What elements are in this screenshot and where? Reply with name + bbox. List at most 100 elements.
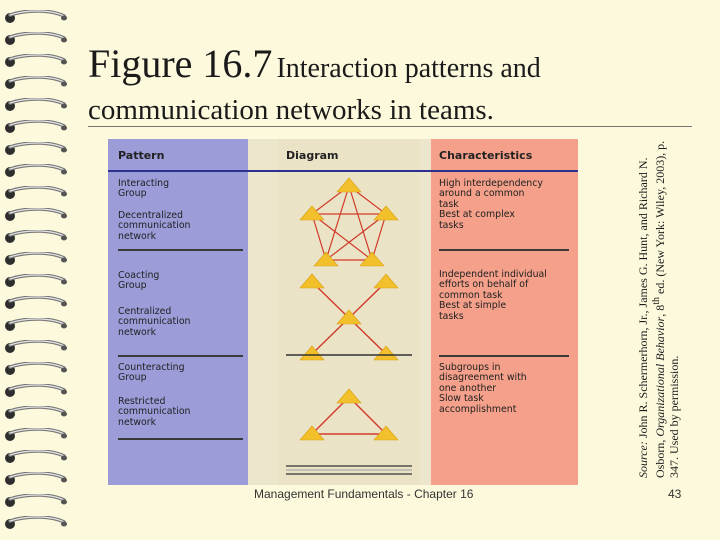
triangle-node-icon: [336, 309, 362, 325]
binding-ring-icon: [5, 98, 67, 111]
triangle-node-icon: [373, 273, 399, 289]
text-line: one another: [439, 382, 497, 394]
network-link: [311, 213, 327, 261]
figure-number: Figure 16.7: [88, 41, 273, 86]
binding-ring-icon: [5, 120, 67, 133]
text-line: network: [118, 416, 157, 428]
text-line: Independent individual: [439, 269, 547, 280]
network-link: [325, 213, 387, 261]
text-line: tasks: [439, 219, 464, 231]
text-line: network: [118, 326, 157, 338]
binding-ring-icon: [5, 32, 67, 45]
row1-separator-pattern: [118, 249, 243, 251]
text-line: Counteracting: [118, 362, 185, 373]
text-line: communication: [118, 220, 191, 232]
text-line: accomplishment: [439, 403, 517, 415]
text-line: tasks: [439, 310, 464, 322]
text-line: Interacting: [118, 178, 170, 189]
binding-ring-icon: [5, 142, 67, 155]
restricted-network-diagram: [286, 354, 412, 475]
network-link: [311, 213, 373, 261]
text-line: task: [439, 198, 459, 210]
characteristics-column: [431, 139, 578, 485]
text-line: network: [118, 230, 157, 242]
pattern-column: [108, 139, 248, 485]
triangle-node-icon: [336, 388, 362, 404]
source-book-title: Organizational Behavior: [653, 316, 667, 437]
binding-ring-icon: [5, 252, 67, 265]
text-line: High interdependency: [439, 178, 543, 189]
binding-ring-icon: [5, 384, 67, 397]
text-line: Best at complex: [439, 209, 515, 221]
row3-separator-pattern: [118, 438, 243, 440]
row2-network-name: Centralized communication network: [118, 306, 191, 338]
row2-separator-characteristics: [439, 355, 569, 357]
header-pattern: Pattern: [118, 149, 165, 162]
title-line1: Interaction patterns and: [276, 53, 541, 84]
triangle-node-icon: [299, 425, 325, 441]
triangle-node-icon: [299, 345, 325, 361]
binding-ring-icon: [5, 54, 67, 67]
binding-ring-icon: [5, 230, 67, 243]
text-line: Decentralized: [118, 210, 183, 221]
row1-network-name: Decentralized communication network: [118, 210, 191, 242]
text-line: communication: [118, 406, 191, 418]
binding-ring-icon: [5, 516, 67, 529]
network-link: [325, 185, 350, 261]
text-line: Group: [118, 188, 147, 200]
row1-pattern-name: Interacting Group: [118, 178, 170, 200]
triangle-node-icon: [299, 273, 325, 289]
source-edition-suffix: th: [651, 296, 662, 305]
source-citation: Source: John R. Schermerhorn, Jr., James…: [636, 128, 681, 478]
row1-separator-characteristics: [439, 249, 569, 251]
row2-separator-pattern: [118, 355, 243, 357]
binding-ring-icon: [5, 340, 67, 353]
decentralized-network-diagram: [299, 177, 399, 267]
text-line: communication: [118, 316, 191, 328]
text-line: Group: [118, 372, 147, 384]
source-edition: , 8: [653, 304, 667, 317]
binding-ring-icon: [5, 164, 67, 177]
binding-ring-icon: [5, 472, 67, 485]
binding-ring-icon: [5, 76, 67, 89]
row3-pattern-name: Counteracting Group: [118, 362, 185, 384]
binding-ring-icon: [5, 208, 67, 221]
spiral-binding: [0, 0, 80, 540]
text-line: around a common: [439, 188, 525, 200]
binding-ring-icon: [5, 296, 67, 309]
triangle-node-icon: [313, 251, 339, 267]
triangle-node-icon: [359, 251, 385, 267]
text-line: efforts on behalf of: [439, 279, 529, 291]
header-characteristics: Characteristics: [439, 149, 533, 162]
centralized-network-diagram: [299, 273, 399, 361]
header-divider: [108, 170, 578, 172]
binding-ring-icon: [5, 274, 67, 287]
header-diagram: Diagram: [286, 149, 339, 162]
text-line: Group: [118, 280, 147, 292]
text-line: disagreement with: [439, 372, 527, 384]
binding-ring-icon: [5, 428, 67, 441]
binding-ring-icon: [5, 10, 67, 23]
binding-ring-icon: [5, 494, 67, 507]
interaction-patterns-figure: Pattern Diagram Characteristics Interact…: [108, 139, 578, 485]
binding-ring-icon: [5, 318, 67, 331]
text-line: common task: [439, 289, 503, 301]
network-link: [371, 213, 387, 261]
row3-network-name: Restricted communication network: [118, 396, 191, 428]
text-line: Slow task: [439, 393, 484, 405]
text-line: Coacting: [118, 270, 160, 281]
row2-pattern-name: Coacting Group: [118, 270, 160, 292]
row2-characteristics: Independent individual efforts on behalf…: [439, 269, 547, 322]
title-line2: communication networks in teams.: [88, 94, 494, 126]
network-link: [348, 185, 373, 261]
row1-characteristics: High interdependency around a common tas…: [439, 178, 543, 231]
title-rule: [88, 126, 692, 127]
triangle-node-icon: [299, 205, 325, 221]
binding-ring-icon: [5, 186, 67, 199]
triangle-node-icon: [336, 177, 362, 193]
triangle-node-icon: [373, 345, 399, 361]
source-label: Source:: [636, 441, 650, 478]
binding-ring-icon: [5, 406, 67, 419]
binding-ring-icon: [5, 450, 67, 463]
row3-characteristics: Subgroups in disagreement with one anoth…: [439, 362, 527, 415]
